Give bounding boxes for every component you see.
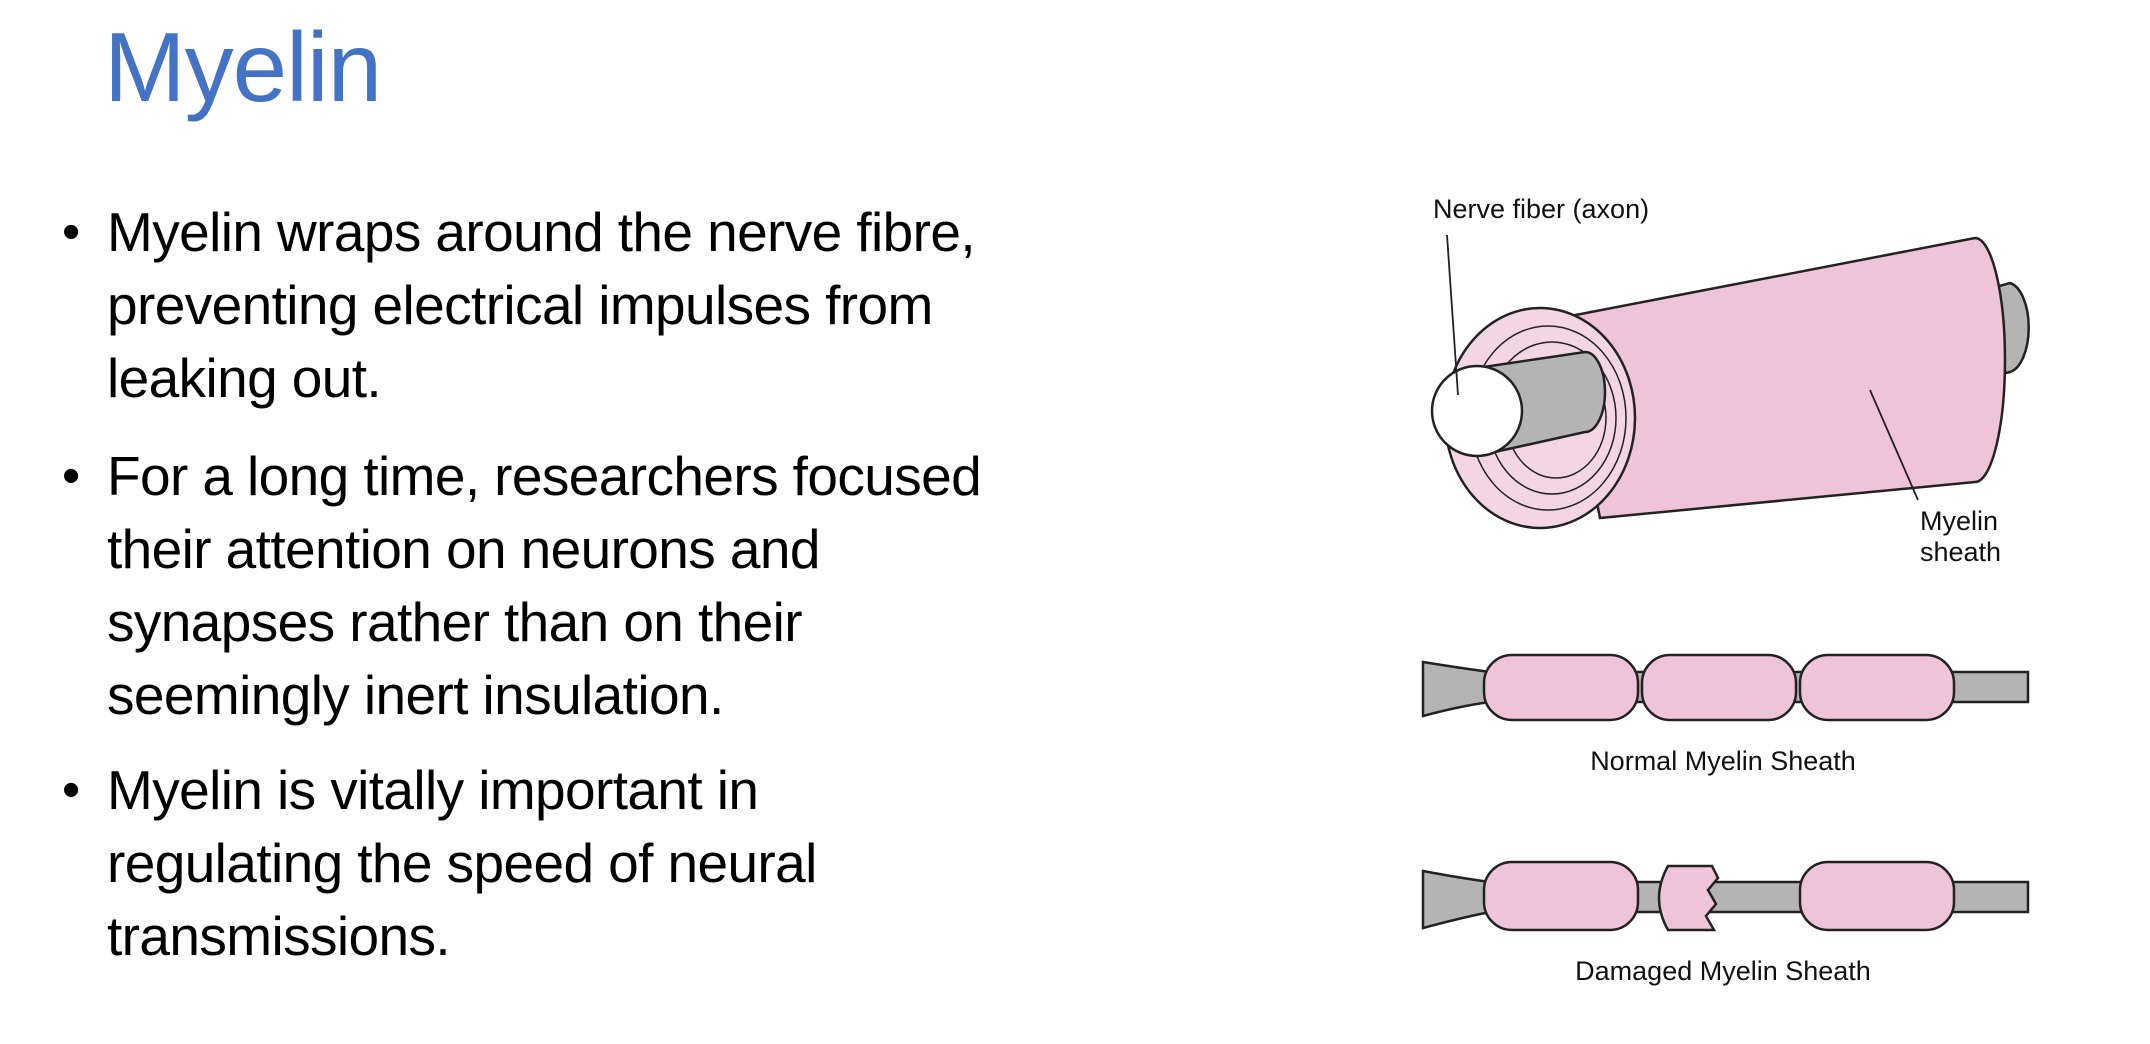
bullet-line: Myelin wraps around the nerve fibre,	[107, 201, 976, 263]
bullet-dot: •	[62, 447, 81, 505]
caption-normal: Normal Myelin Sheath	[1590, 746, 1856, 776]
bullet-line: their attention on neurons and	[107, 518, 820, 580]
normal-sheath-illustration	[1421, 653, 2030, 722]
label-nerve-fiber: Nerve fiber (axon)	[1433, 194, 1649, 224]
bullet-line: preventing electrical impulses from	[107, 274, 933, 336]
bullet-line: Myelin is vitally important in	[107, 759, 759, 821]
bullet-dot: •	[62, 203, 81, 261]
bullet-line: regulating the speed of neural	[107, 832, 817, 894]
bullet-line: For a long time, researchers focused	[107, 445, 982, 507]
label-sheath: sheath	[1920, 537, 2001, 567]
damaged-sheath-illustration	[1421, 860, 2030, 932]
bullet-line: seemingly inert insulation.	[107, 664, 724, 726]
slide-title: Myelin	[104, 12, 382, 122]
label-myelin: Myelin	[1920, 506, 1998, 536]
bullet-dot: •	[62, 761, 81, 819]
myelin-cylinder-illustration	[1430, 234, 2030, 530]
caption-damaged: Damaged Myelin Sheath	[1575, 956, 1871, 986]
bullet-line: synapses rather than on their	[107, 591, 803, 653]
bullet-line: transmissions.	[107, 905, 451, 967]
bullet-line: leaking out.	[107, 347, 382, 409]
